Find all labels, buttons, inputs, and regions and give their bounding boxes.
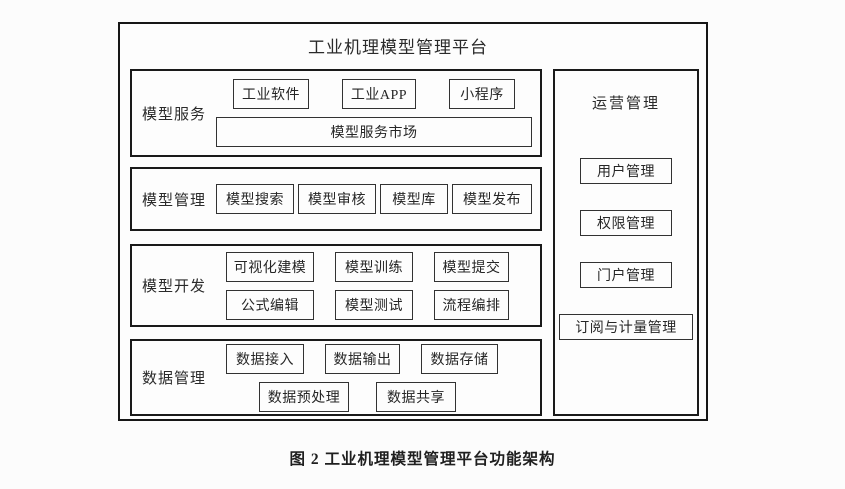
figure-caption: 图 2 工业机理模型管理平台功能架构	[289, 451, 556, 468]
box-model-submit: 模型提交	[434, 251, 509, 282]
box-subscription-metering-management: 订阅与计量管理	[559, 314, 693, 340]
box-model-search: 模型搜索	[216, 184, 294, 214]
section-data-management-label: 数据管理	[141, 371, 206, 387]
box-data-output: 数据输出	[325, 343, 400, 374]
box-model-publish: 模型发布	[452, 184, 532, 214]
platform-box: 工业机理模型管理平台 模型服务 工业软件 工业APP 小程序 模型服务市场 模型…	[118, 22, 708, 421]
box-model-testing: 模型测试	[335, 289, 413, 320]
box-data-access: 数据接入	[226, 343, 304, 374]
box-industrial-software: 工业软件	[233, 79, 309, 109]
box-model-review: 模型审核	[298, 184, 376, 214]
section-model-service: 模型服务 工业软件 工业APP 小程序 模型服务市场	[130, 69, 542, 157]
box-data-storage: 数据存储	[421, 343, 498, 374]
section-model-development-label: 模型开发	[141, 279, 206, 295]
platform-title: 工业机理模型管理平台	[308, 38, 488, 57]
section-model-development: 模型开发 可视化建模 模型训练 模型提交 公式编辑 模型测试 流程编排	[130, 244, 542, 327]
box-data-preprocessing: 数据预处理	[259, 381, 349, 412]
box-model-service-market: 模型服务市场	[216, 117, 532, 147]
box-mini-program: 小程序	[449, 79, 515, 109]
box-user-management: 用户管理	[580, 158, 672, 184]
section-model-management-label: 模型管理	[141, 192, 206, 209]
box-portal-management: 门户管理	[580, 262, 672, 288]
box-permission-management: 权限管理	[580, 210, 672, 236]
section-model-service-label: 模型服务	[141, 106, 206, 123]
box-process-orchestration: 流程编排	[434, 289, 509, 320]
box-visual-modeling: 可视化建模	[226, 251, 314, 282]
section-data-management: 数据管理 数据接入 数据输出 数据存储 数据预处理 数据共享	[130, 339, 542, 416]
box-model-training: 模型训练	[335, 251, 413, 282]
section-model-management: 模型管理 模型搜索 模型审核 模型库 模型发布	[130, 167, 542, 231]
panel-operations-title: 运营管理	[591, 96, 660, 112]
panel-operations-management: 运营管理 用户管理 权限管理 门户管理 订阅与计量管理	[553, 69, 699, 416]
box-industrial-app: 工业APP	[342, 79, 416, 109]
box-data-sharing: 数据共享	[376, 381, 456, 412]
box-formula-editing: 公式编辑	[226, 289, 314, 320]
box-model-library: 模型库	[380, 184, 448, 214]
